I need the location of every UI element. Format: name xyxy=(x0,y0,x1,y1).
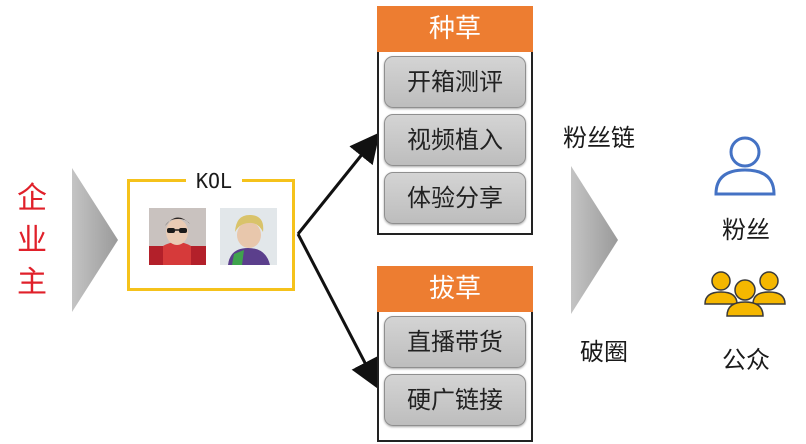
fan-chain-label: 粉丝链 xyxy=(563,124,635,152)
group-icon xyxy=(704,271,786,317)
advertiser-label: 企 业 主 xyxy=(14,178,50,304)
person-icon xyxy=(714,136,776,196)
flow-triangle-right xyxy=(571,166,618,314)
kol-label: KOL xyxy=(186,168,242,194)
arrow-to-pulling xyxy=(296,233,379,390)
public-label: 公众 xyxy=(722,346,770,374)
pulling-header: 拔草 xyxy=(377,266,533,312)
seeding-header: 种草 xyxy=(377,6,533,52)
seeding-item: 视频植入 xyxy=(384,114,526,166)
pulling-item: 直播带货 xyxy=(384,316,526,368)
advertiser-char: 主 xyxy=(17,265,47,300)
kol-avatar-photo xyxy=(220,208,277,265)
flow-triangle-left xyxy=(72,168,118,312)
arrow-to-seeding xyxy=(296,132,380,235)
seeding-item: 开箱测评 xyxy=(384,56,526,108)
kol-avatar-photo xyxy=(149,208,206,265)
pulling-list: 直播带货 硬广链接 xyxy=(377,312,533,442)
advertiser-char: 企 xyxy=(17,181,47,216)
seeding-list: 开箱测评 视频植入 体验分享 xyxy=(377,52,533,235)
break-circle-label: 破圈 xyxy=(580,338,628,366)
advertiser-char: 业 xyxy=(17,223,47,258)
fans-label: 粉丝 xyxy=(722,216,770,244)
pulling-item: 硬广链接 xyxy=(384,374,526,426)
seeding-item: 体验分享 xyxy=(384,172,526,224)
